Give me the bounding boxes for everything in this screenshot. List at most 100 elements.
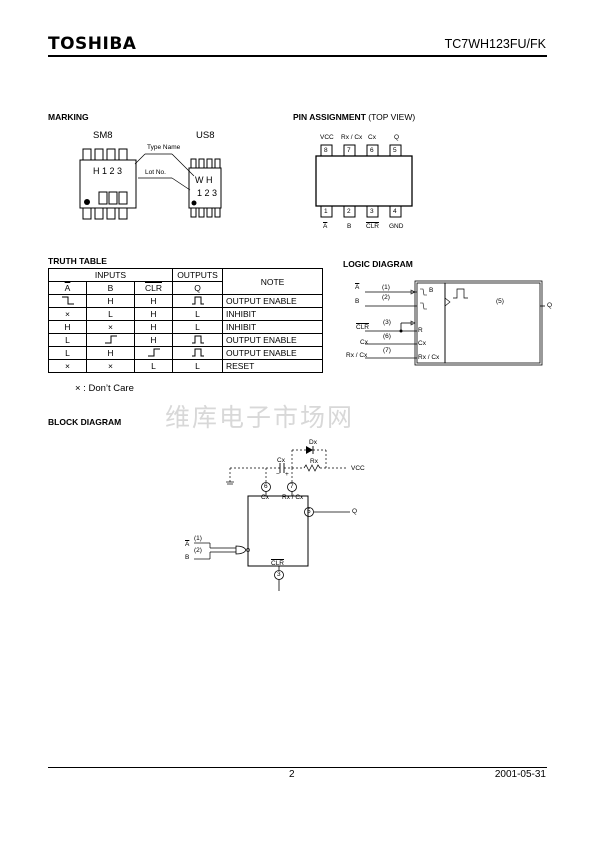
rising-edge-icon (104, 335, 117, 344)
logic-output-q: Q (547, 302, 553, 309)
outputs-header: OUTPUTS (172, 268, 223, 282)
pin-bottom-number-2: 2 (347, 208, 351, 215)
logic-pin-cx-num: (6) (383, 333, 391, 340)
truth-cell-b (86, 333, 135, 347)
note-header: NOTE (222, 268, 323, 295)
block-rxcx-pin-label: Rx / Cx (282, 494, 304, 501)
pin-top-number-1: 8 (324, 147, 328, 154)
truth-cell-b: H (86, 346, 135, 360)
truth-cell-note: OUTPUT ENABLE (222, 333, 323, 347)
truth-cell-q (172, 294, 223, 308)
us8-mark-line1: W H (195, 175, 213, 185)
truth-cell-a: × (48, 307, 87, 321)
pulse-icon (191, 348, 204, 357)
truth-cell-a: × (48, 359, 87, 373)
block-diagram (194, 446, 350, 591)
truth-cell-note: INHIBIT (222, 307, 323, 321)
block-cap-minus: − (276, 471, 280, 478)
pin-bottom-label-3: CLR (366, 223, 380, 230)
truth-cell-b: H (86, 294, 135, 308)
logic-output-pin: (5) (496, 298, 504, 305)
truth-cell-clr: H (134, 333, 173, 347)
pulse-icon (191, 335, 204, 344)
block-a-pin: (1) (194, 535, 202, 542)
logic-diagram (365, 280, 545, 366)
logic-pin-a-num: (1) (382, 284, 390, 291)
footer-rule (48, 767, 547, 768)
truth-cell-b: × (86, 359, 135, 373)
part-number: TC7WH123FU/FK (444, 37, 546, 51)
logic-pin-clr-num: (3) (383, 319, 391, 326)
sm8-label: SM8 (93, 130, 113, 141)
truth-cell-clr (134, 346, 173, 360)
truth-cell-a: L (48, 346, 87, 360)
truth-cell-note: OUTPUT ENABLE (222, 346, 323, 360)
inputs-header: INPUTS (48, 268, 173, 282)
pin-top-label-3: Cx (368, 134, 376, 141)
truth-table-title: TRUTH TABLE (48, 256, 107, 266)
truth-cell-q: L (172, 307, 223, 321)
logic-pin-rxcx-label: Rx / Cx (346, 352, 368, 359)
logic-pin-b-num: (2) (382, 294, 390, 301)
pin-assignment-drawing (315, 144, 413, 218)
truth-cell-note: INHIBIT (222, 320, 323, 334)
dont-care-note: × : Don’t Care (75, 383, 134, 394)
us8-label: US8 (196, 130, 215, 141)
truth-cell-q: L (172, 359, 223, 373)
truth-cell-a: H (48, 320, 87, 334)
block-rx-label: Rx (310, 458, 318, 465)
block-pin6: 6 (264, 483, 268, 490)
truth-cell-clr: H (134, 307, 173, 321)
block-q-label: Q (352, 508, 358, 515)
block-pin5: 5 (307, 508, 311, 515)
truth-cell-note: RESET (222, 359, 323, 373)
pin-bottom-number-1: 1 (324, 208, 328, 215)
pin-top-label-4: Q (394, 134, 400, 141)
logic-pin-rxcx-num: (7) (383, 347, 391, 354)
logic-pin-cx-label: Cx (360, 339, 368, 346)
pin-bottom-number-3: 3 (370, 208, 374, 215)
pin-assignment-subtitle: (TOP VIEW) (368, 112, 416, 122)
truth-cell-clr: L (134, 359, 173, 373)
pulse-icon (191, 296, 204, 305)
col-clr-header: CLR (134, 281, 173, 295)
block-b-pin: (2) (194, 547, 202, 554)
block-diagram-title: BLOCK DIAGRAM (48, 417, 122, 427)
col-a-header: A (48, 281, 87, 295)
block-pin3: 3 (277, 571, 281, 578)
col-b-header: B (86, 281, 135, 295)
logic-pin-b-label: B (355, 298, 360, 305)
truth-cell-clr: H (134, 294, 173, 308)
truth-cell-b: × (86, 320, 135, 334)
logic-box-b: B (429, 287, 434, 294)
pin-top-label-2: Rx / Cx (341, 134, 363, 141)
pin-top-number-2: 7 (347, 147, 351, 154)
block-a-label: A (185, 541, 190, 548)
block-vcc-label: VCC (351, 465, 365, 472)
logic-box-rxcx: Rx / Cx (418, 354, 440, 361)
pin-top-number-4: 5 (393, 147, 397, 154)
watermark: 维库电子市场网 (165, 403, 355, 432)
pin-bottom-label-2: B (347, 223, 352, 230)
type-name-label: Type Name (147, 144, 181, 151)
rising-edge-icon (147, 348, 160, 357)
truth-cell-q: L (172, 320, 223, 334)
block-cap-plus: + (285, 471, 289, 478)
brand-logo: TOSHIBA (48, 34, 137, 54)
page-number: 2 (289, 769, 295, 780)
truth-cell-a: L (48, 333, 87, 347)
pin-top-number-3: 6 (370, 147, 374, 154)
truth-table-header-row: INPUTS OUTPUTS NOTE (48, 268, 323, 295)
falling-edge-icon (61, 296, 74, 305)
logic-a: A (355, 284, 360, 291)
block-pin7: 7 (290, 483, 294, 490)
logic-diagram-title: LOGIC DIAGRAM (343, 259, 413, 269)
marking-title: MARKING (48, 112, 89, 122)
pin-bottom-label-1: A (323, 223, 328, 230)
logic-box-r: R (418, 327, 423, 334)
truth-cell-clr: H (134, 320, 173, 334)
